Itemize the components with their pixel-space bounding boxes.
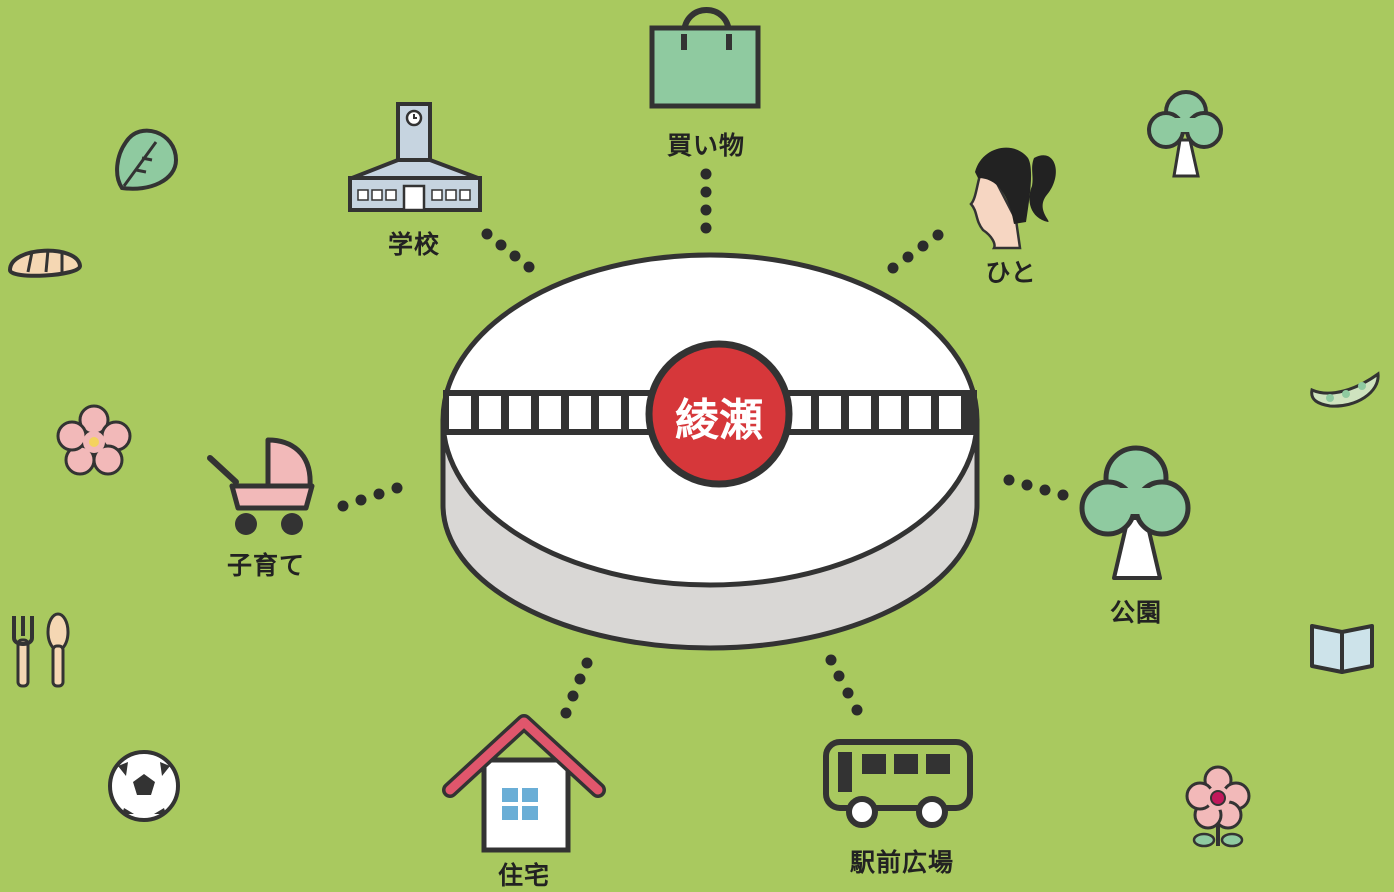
pink-flower-icon [1185,765,1251,848]
baby-stroller-icon [207,437,315,535]
connector-people [887,229,944,274]
node-label-housing: 住宅 [497,861,551,890]
cherry-blossom-icon [56,404,132,476]
node-label-station-plaza: 駅前広場 [849,848,955,877]
connector-park [1003,474,1069,501]
house-icon [442,714,606,853]
hub-label: 綾瀬 [675,395,763,446]
soccer-ball-icon [108,750,180,822]
node-label-shopping: 買い物 [666,131,746,160]
shopping-bag-icon [649,7,761,109]
connector-childcare [337,482,403,512]
tree-icon [1079,445,1191,580]
small-tree-icon [1147,90,1223,178]
bean-pod-icon [1310,371,1380,408]
node-label-school: 学校 [387,230,441,259]
hub-badge [645,340,793,488]
bread-icon [7,248,83,278]
fork-spoon-icon [12,612,70,688]
connector-housing [560,657,593,719]
node-label-park: 公園 [1109,598,1163,627]
woman-profile-icon [969,147,1056,250]
lettuce-icon [115,128,179,191]
school-building-icon [348,102,482,212]
connector-station-plaza [825,654,863,716]
node-label-people: ひと [985,258,1037,287]
connector-school [481,228,535,273]
connector-shopping [700,168,712,234]
bus-icon [823,739,973,828]
station-hub [440,252,980,651]
node-label-childcare: 子育て [226,551,306,580]
open-book-icon [1310,624,1374,674]
